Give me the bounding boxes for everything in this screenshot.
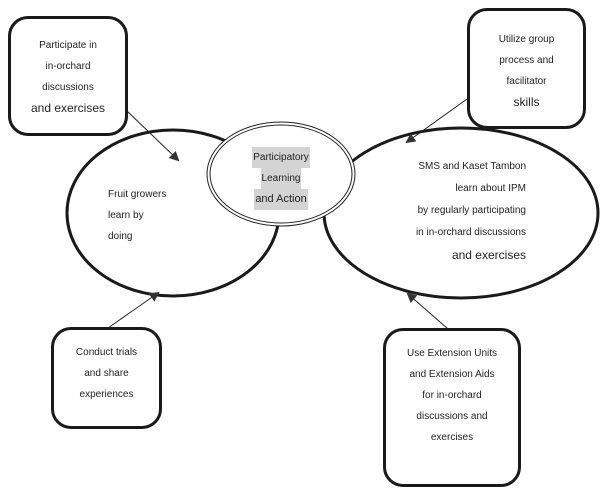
left-node-label: Fruit growers learn by doing [108, 184, 166, 247]
left-line: learn by [108, 210, 144, 221]
left-line: doing [108, 231, 133, 242]
right-line: SMS and Kaset Tambon [418, 161, 526, 172]
center-line: Learning [260, 168, 302, 189]
box-participate: Participate in in-orchard discussions an… [8, 16, 128, 136]
left-line: Fruit growers [108, 189, 167, 200]
center-ellipse-inner [209, 124, 353, 224]
right-line-part: in in-orchard discussions [415, 227, 526, 238]
center-line: Participatory [252, 147, 310, 168]
box-line: discussions and [416, 411, 488, 422]
box-line: skills [513, 95, 540, 109]
box-use-extension-units: Use Extension Units and Extension Aids f… [383, 328, 521, 487]
box-line: and share [84, 368, 129, 379]
arrow-bottom-right [406, 292, 449, 330]
center-line: and Action [254, 189, 308, 210]
box-line: for in-orchard [422, 390, 482, 401]
right-node-label: SMS and Kaset Tambon learn about IPM by … [416, 156, 526, 266]
box-line: and Extension Aids [409, 369, 495, 380]
box-line: exercises [430, 432, 474, 443]
arrow-top-left [126, 110, 180, 162]
arrow-bottom-left [107, 291, 160, 329]
box-line: and exercises [30, 101, 106, 115]
box-line: Use Extension Units [406, 348, 498, 359]
box-line: process and [499, 55, 554, 66]
box-line: Utilize group [498, 34, 555, 45]
center-node-label: Participatory Learning and Action [252, 147, 310, 210]
box-line: facilitator [506, 76, 547, 87]
box-utilize-group-process: Utilize group process and facilitator sk… [467, 8, 586, 129]
right-line: by regularly participating [417, 205, 526, 216]
right-line: in in-orchard discussions [416, 222, 526, 244]
box-line: experiences [79, 389, 134, 400]
box-conduct-trials: Conduct trials and share experiences [51, 327, 162, 429]
box-line: in-orchard [45, 61, 91, 72]
box-line: Conduct trials [75, 347, 138, 358]
right-line: and exercises [451, 248, 526, 262]
box-line: Participate in [39, 40, 97, 51]
arrow-top-right [405, 98, 468, 144]
box-line: discussions [42, 82, 94, 93]
right-line: learn about IPM [455, 183, 526, 194]
